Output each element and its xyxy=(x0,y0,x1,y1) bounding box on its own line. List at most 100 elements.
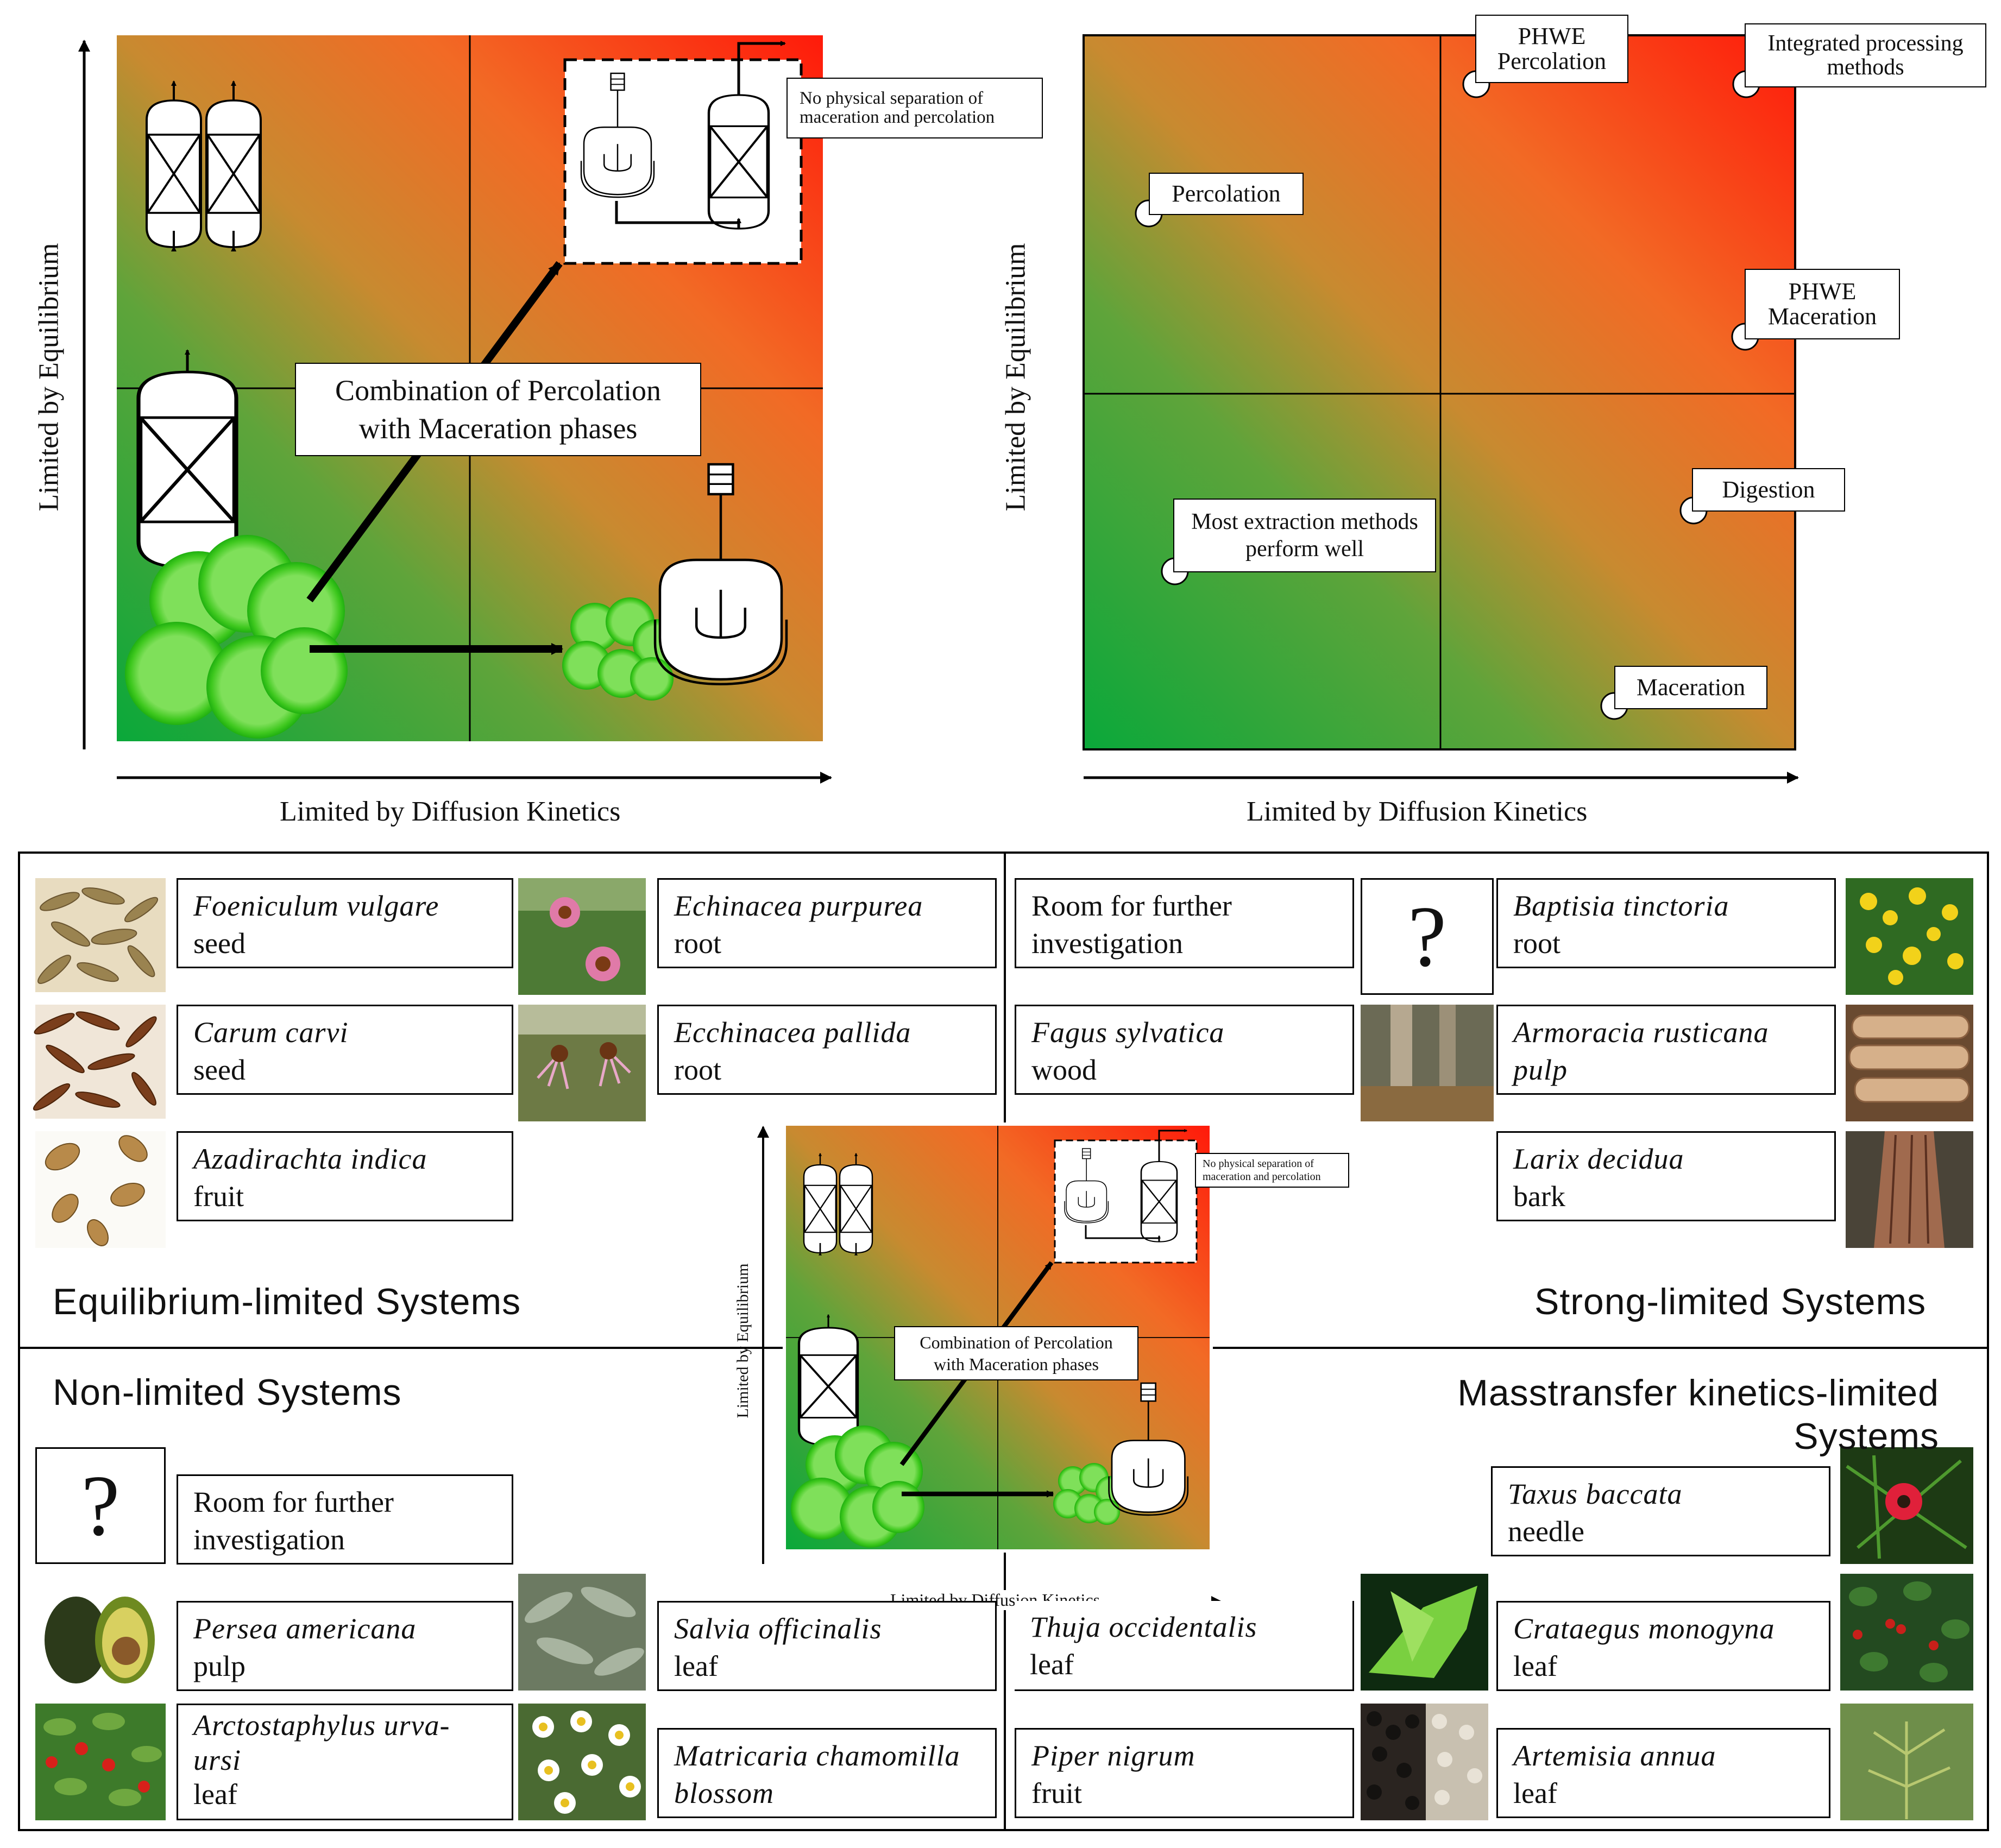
y-axis-label-center: Limited by Equilibrium xyxy=(734,1263,752,1418)
plant-card-persea: Persea americana pulp xyxy=(177,1601,513,1691)
note-no-separation-tl: No physical separation of maceration and… xyxy=(786,78,1043,138)
room-text: Room for further investigation xyxy=(1031,890,1232,960)
method-phwe-maceration-text: PHWE Maceration xyxy=(1767,277,1877,330)
combo-label-text-center: Combination of Percolation with Macerati… xyxy=(920,1333,1113,1374)
plant-part: pulp xyxy=(193,1650,246,1683)
photo-persea xyxy=(35,1574,166,1691)
plant-part: bark xyxy=(1513,1180,1565,1213)
plant-card-armoracia: Armoracia rusticana pulp xyxy=(1496,1005,1836,1095)
method-most-text: Most extraction methods perform well xyxy=(1191,509,1418,562)
photo-thuja xyxy=(1361,1574,1488,1691)
plant-species: Ecchinacea pallida xyxy=(674,1016,911,1049)
question-mark-text: ? xyxy=(1407,888,1446,985)
combo-label-center: Combination of Percolation with Macerati… xyxy=(894,1326,1138,1380)
plant-species: Salvia officinalis xyxy=(674,1612,882,1645)
title-non-systems: Non-limited Systems xyxy=(53,1372,402,1413)
photo-foeniculum xyxy=(35,878,166,992)
plant-card-salvia: Salvia officinalis leaf xyxy=(657,1601,997,1691)
photo-arctostaphylus xyxy=(35,1704,166,1820)
method-phwe-maceration: PHWE Maceration xyxy=(1745,269,1900,339)
plant-card-larix: Larix decidua bark xyxy=(1496,1131,1836,1221)
combo-label-text-tl: Combination of Percolation with Macerati… xyxy=(335,374,661,445)
plant-part: leaf xyxy=(674,1650,718,1683)
plant-species: Echinacea purpurea xyxy=(674,890,923,922)
plant-part: blossom xyxy=(674,1777,775,1810)
plant-part: fruit xyxy=(193,1180,244,1213)
plant-species: Azadirachta indica xyxy=(193,1143,427,1175)
plant-species: Foeniculum vulgare xyxy=(193,890,439,922)
plant-card-taxus: Taxus baccata needle xyxy=(1491,1466,1830,1556)
method-percolation: Percolation xyxy=(1149,173,1304,215)
photo-salvia xyxy=(518,1574,646,1691)
plant-species: Arctostaphylus urva-ursi xyxy=(193,1709,450,1776)
plant-card-crataegus: Crataegus monogyna leaf xyxy=(1496,1601,1830,1691)
title-equilibrium-systems: Equilibrium-limited Systems xyxy=(53,1281,521,1322)
plant-species: Artemisia annua xyxy=(1513,1739,1716,1772)
plant-part: wood xyxy=(1031,1054,1097,1087)
room-card-non: Room for further investigation xyxy=(177,1474,513,1565)
room-text: Room for further investigation xyxy=(193,1486,394,1556)
photo-larix xyxy=(1846,1131,1973,1248)
plant-part: leaf xyxy=(1030,1648,1074,1681)
photo-crataegus xyxy=(1840,1574,1973,1691)
photo-matricaria xyxy=(518,1704,646,1820)
photo-artemisia xyxy=(1840,1704,1973,1820)
note-no-separation-text-tl: No physical separation of maceration and… xyxy=(800,89,995,127)
photo-carum xyxy=(33,1005,166,1119)
room-card-strong: Room for further investigation xyxy=(1015,878,1354,968)
plant-part: fruit xyxy=(1031,1777,1082,1810)
plant-part: leaf xyxy=(1513,1777,1557,1810)
plant-species: Thuja occidentalis xyxy=(1030,1611,1257,1643)
method-integrated-text: Integrated processing methods xyxy=(1767,30,1964,80)
photo-piper xyxy=(1361,1704,1488,1820)
plant-species: Crataegus monogyna xyxy=(1513,1612,1775,1645)
note-no-separation-center: No physical separation of maceration and… xyxy=(1195,1153,1349,1188)
title-strong-systems: Strong-limited Systems xyxy=(1534,1281,1927,1322)
photo-fagus xyxy=(1361,1005,1494,1121)
plant-part: leaf xyxy=(1513,1650,1557,1683)
photo-taxus xyxy=(1840,1447,1973,1564)
plant-card-arctostaphylus: Arctostaphylus urva-ursi leaf xyxy=(177,1704,513,1820)
plant-part: root xyxy=(1513,927,1560,960)
x-axis-label-tr: Limited by Diffusion Kinetics xyxy=(1247,796,1588,827)
plant-species: Taxus baccata xyxy=(1508,1478,1683,1510)
title-masstransfer-systems: Masstransfer kinetics-limited Systems xyxy=(1457,1372,1939,1458)
method-most: Most extraction methods perform well xyxy=(1173,499,1436,572)
plant-card-foeniculum: Foeniculum vulgare seed xyxy=(177,878,513,968)
plant-species: Baptisia tinctoria xyxy=(1513,890,1729,922)
question-mark-strong: ? xyxy=(1361,878,1494,995)
question-mark-text: ? xyxy=(81,1457,120,1554)
plant-species: Armoracia rusticana xyxy=(1513,1016,1769,1049)
plant-part: seed xyxy=(193,1054,246,1087)
plant-species: Fagus sylvatica xyxy=(1031,1016,1225,1049)
plant-part: root xyxy=(674,1054,721,1087)
method-phwe-percolation-text: PHWE Percolation xyxy=(1497,22,1607,74)
photo-baptisia xyxy=(1846,878,1973,995)
photo-armoracia xyxy=(1846,1005,1973,1121)
method-maceration-text: Maceration xyxy=(1636,673,1746,701)
plant-card-thuja: Thuja occidentalis leaf xyxy=(1015,1601,1354,1691)
method-phwe-percolation: PHWE Percolation xyxy=(1475,15,1628,83)
plant-part: needle xyxy=(1508,1515,1584,1548)
plant-species: Larix decidua xyxy=(1513,1143,1684,1175)
plant-card-echinacea-pallida: Ecchinacea pallida root xyxy=(657,1005,997,1095)
plant-part: root xyxy=(674,927,721,960)
plant-species: Persea americana xyxy=(193,1612,417,1645)
plant-part: seed xyxy=(193,927,246,960)
method-integrated: Integrated processing methods xyxy=(1745,23,1986,87)
question-mark-non: ? xyxy=(35,1447,166,1564)
plant-species: Piper nigrum xyxy=(1031,1739,1195,1772)
y-axis-label-tr: Limited by Equilibrium xyxy=(1000,243,1031,512)
photo-echinacea-pallida xyxy=(518,1005,646,1121)
method-percolation-text: Percolation xyxy=(1172,180,1281,207)
plant-card-azadirachta: Azadirachta indica fruit xyxy=(177,1131,513,1221)
top-right-quadrants xyxy=(1083,34,1796,750)
note-no-separation-text-center: No physical separation of maceration and… xyxy=(1203,1158,1321,1183)
plant-species: Carum carvi xyxy=(193,1016,349,1049)
plant-card-fagus: Fagus sylvatica wood xyxy=(1015,1005,1354,1095)
plant-card-piper: Piper nigrum fruit xyxy=(1015,1728,1354,1818)
plant-card-carum: Carum carvi seed xyxy=(177,1005,513,1095)
combo-label-tl: Combination of Percolation with Macerati… xyxy=(295,363,701,456)
method-digestion-text: Digestion xyxy=(1722,476,1815,503)
